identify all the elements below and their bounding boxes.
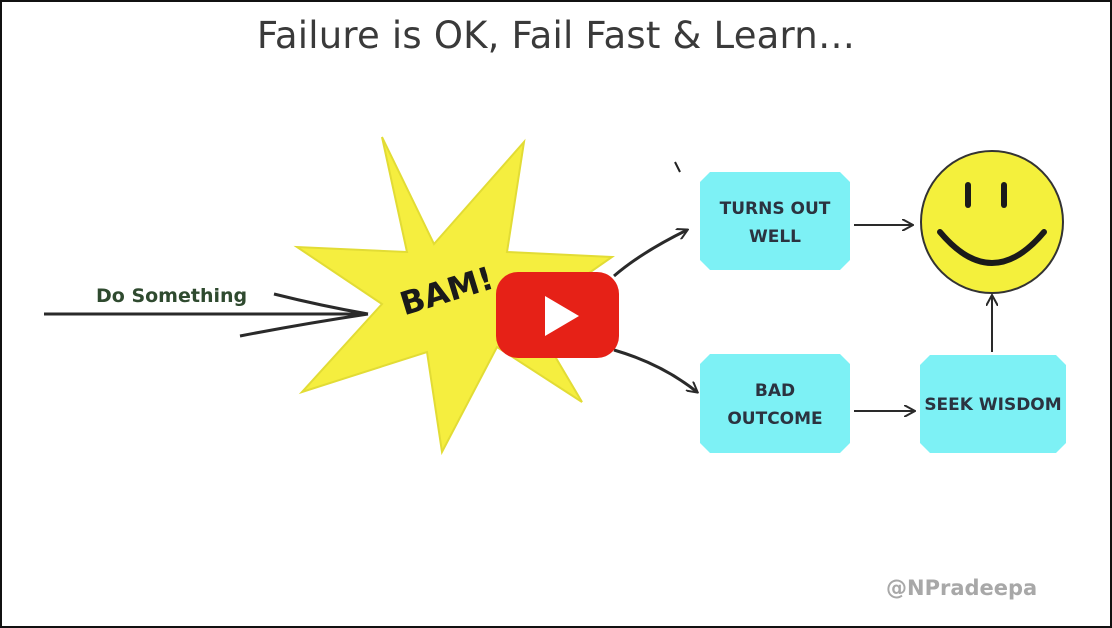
seek-wisdom-box bbox=[920, 355, 1066, 453]
bad-outcome-line2: OUTCOME bbox=[727, 409, 822, 429]
do-something-arrow bbox=[44, 292, 369, 338]
turns-out-well-line2: WELL bbox=[749, 227, 801, 247]
bam-burst bbox=[293, 136, 615, 456]
arrow-to-bad-outcome bbox=[613, 348, 697, 392]
arrow-to-good-outcome bbox=[613, 230, 687, 278]
bad-outcome-box bbox=[700, 354, 850, 453]
smiley-face-icon bbox=[920, 150, 1064, 294]
do-something-label: Do Something bbox=[96, 285, 247, 307]
slide-title: Failure is OK, Fail Fast & Learn… bbox=[256, 14, 856, 57]
turns-out-well-box bbox=[700, 172, 850, 270]
bad-outcome-line1: BAD bbox=[755, 381, 795, 401]
watermark-label: @NPradeepa bbox=[886, 576, 1038, 600]
youtube-play-icon[interactable] bbox=[496, 272, 619, 358]
cursor-mark bbox=[674, 161, 681, 173]
turns-out-well-line1: TURNS OUT bbox=[720, 199, 831, 219]
seek-wisdom-label: SEEK WISDOM bbox=[924, 395, 1061, 415]
